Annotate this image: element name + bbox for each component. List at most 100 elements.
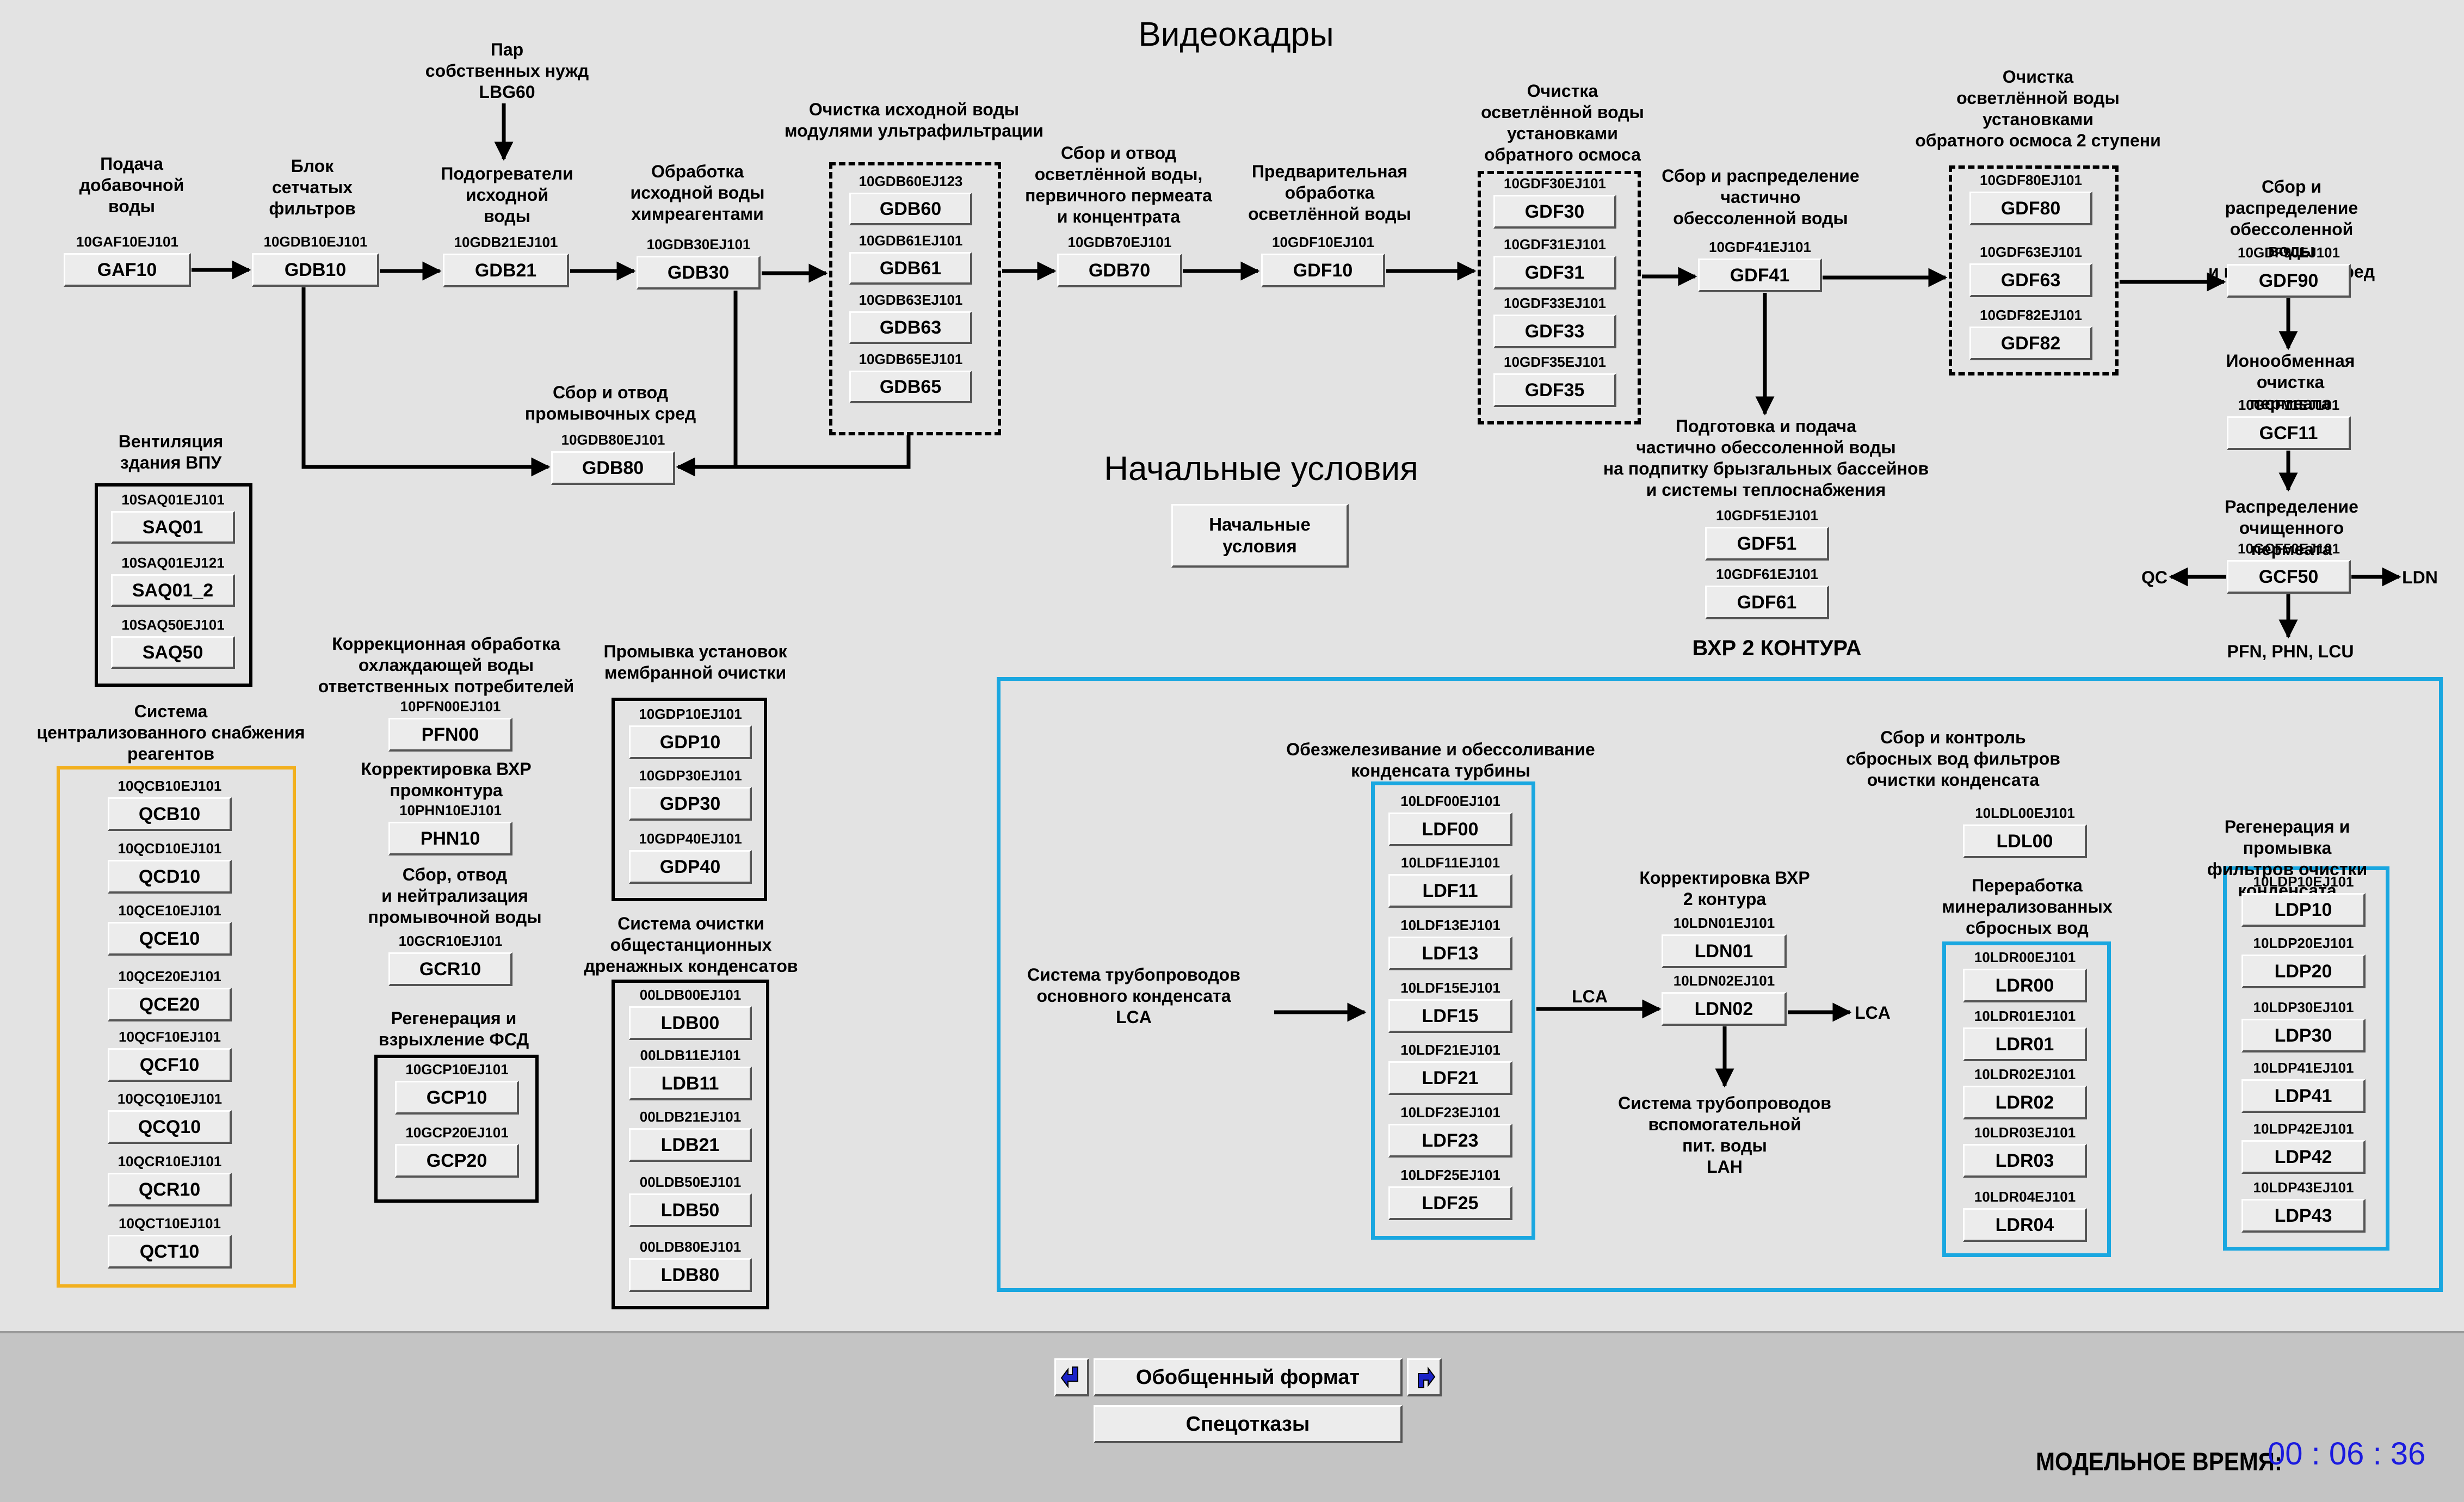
- unit-code-saq01-2: 10SAQ01EJ121: [121, 555, 225, 571]
- label-ldl: Сбор и контроль сбросных вод фильтров оч…: [1846, 728, 2060, 790]
- label-lca-1: LCA: [1572, 987, 1608, 1006]
- initial-conditions-button[interactable]: Начальные условия: [1171, 504, 1349, 568]
- unit-button-ldr02[interactable]: LDR02: [1963, 1086, 2087, 1119]
- unit-button-gdf33[interactable]: GDF33: [1493, 315, 1616, 348]
- unit-button-pfn00[interactable]: PFN00: [388, 718, 512, 752]
- special-orders-button[interactable]: Спецотказы: [1094, 1405, 1403, 1443]
- unit-code-saq50: 10SAQ50EJ101: [121, 617, 225, 633]
- unit-button-ldp30[interactable]: LDP30: [2241, 1019, 2366, 1052]
- unit-code-qcq10: 10QCQ10EJ101: [117, 1091, 223, 1107]
- unit-button-ldf21[interactable]: LDF21: [1388, 1061, 1512, 1095]
- unit-code-qcd10: 10QCD10EJ101: [118, 840, 222, 857]
- unit-button-gdf35[interactable]: GDF35: [1493, 373, 1616, 407]
- unit-button-gdb65[interactable]: GDB65: [849, 371, 972, 403]
- unit-code-ldp41: 10LDP41EJ101: [2253, 1060, 2354, 1076]
- unit-button-saq50[interactable]: SAQ50: [111, 636, 235, 669]
- unit-button-gdb61[interactable]: GDB61: [849, 252, 972, 285]
- unit-button-gdf30[interactable]: GDF30: [1493, 195, 1616, 229]
- unit-button-qct10[interactable]: QCT10: [108, 1235, 232, 1269]
- unit-button-ldr01[interactable]: LDR01: [1963, 1027, 2087, 1061]
- unit-button-ldp43[interactable]: LDP43: [2241, 1199, 2366, 1233]
- unit-button-ldf23[interactable]: LDF23: [1388, 1124, 1512, 1158]
- ultrafiltration-frame: [829, 162, 1001, 435]
- unit-button-qcf10[interactable]: QCF10: [108, 1048, 232, 1082]
- unit-button-gdp10[interactable]: GDP10: [629, 725, 752, 759]
- flow-gdb10-gdb80: [301, 287, 551, 477]
- unit-code-gcp20: 10GCP20EJ101: [405, 1124, 509, 1141]
- unit-button-ldp10[interactable]: LDP10: [2241, 893, 2366, 927]
- ventilation-frame: [95, 483, 252, 687]
- unit-code-gdf90: 10GDF90EJ101: [2238, 244, 2340, 261]
- unit-button-gdf82[interactable]: GDF82: [1969, 327, 2092, 360]
- unit-button-gdf31[interactable]: GDF31: [1493, 256, 1616, 290]
- unit-code-gdp40: 10GDP40EJ101: [639, 830, 742, 847]
- unit-button-qce10[interactable]: QCE10: [108, 922, 232, 956]
- unit-button-gdp30[interactable]: GDP30: [629, 787, 752, 821]
- label-gdb21: Подогреватели исходной воды: [441, 164, 573, 226]
- unit-button-gdf90[interactable]: GDF90: [2227, 264, 2351, 298]
- unit-button-ldb21[interactable]: LDB21: [629, 1128, 752, 1162]
- unit-button-ldb50[interactable]: LDB50: [629, 1193, 752, 1227]
- unit-button-gdf51[interactable]: GDF51: [1705, 527, 1829, 561]
- label-reverse-osmosis: Очистка осветлённой воды установками обр…: [1481, 81, 1644, 164]
- forward-button[interactable]: [1407, 1358, 1442, 1396]
- unit-button-gcf11[interactable]: GCF11: [2227, 416, 2351, 450]
- unit-button-gaf10[interactable]: GAF10: [64, 253, 191, 287]
- unit-button-ldf00[interactable]: LDF00: [1388, 812, 1512, 846]
- unit-button-gdb10[interactable]: GDB10: [252, 253, 379, 287]
- unit-button-phn10[interactable]: PHN10: [388, 822, 512, 855]
- unit-button-ldf15[interactable]: LDF15: [1388, 999, 1512, 1033]
- unit-button-gdf61[interactable]: GDF61: [1705, 586, 1829, 619]
- unit-button-qcq10[interactable]: QCQ10: [108, 1110, 232, 1144]
- unit-button-ldb11[interactable]: LDB11: [629, 1067, 752, 1100]
- label-ldp: Регенерация и промывка фильтров очистки …: [2207, 817, 2368, 900]
- unit-button-gdf63[interactable]: GDF63: [1969, 263, 2092, 297]
- unit-button-ldr04[interactable]: LDR04: [1963, 1208, 2087, 1242]
- unit-code-ldf00: 10LDF00EJ101: [1400, 793, 1500, 809]
- unit-button-ldf13[interactable]: LDF13: [1388, 937, 1512, 970]
- unit-button-saq01-2[interactable]: SAQ01_2: [111, 574, 235, 607]
- unit-button-ldp42[interactable]: LDP42: [2241, 1140, 2366, 1174]
- unit-button-gdb80[interactable]: GDB80: [551, 451, 675, 485]
- unit-button-ldr00[interactable]: LDR00: [1963, 969, 2087, 1002]
- label-gdb80: Сбор и отвод промывочных сред: [524, 383, 696, 423]
- unit-button-ldn01[interactable]: LDN01: [1662, 934, 1787, 968]
- label-ldr: Переработка минерализованных сбросных во…: [1942, 876, 2113, 938]
- unit-button-ldr03[interactable]: LDR03: [1963, 1144, 2087, 1178]
- unit-code-gcf50: 10GCF50EJ101: [2238, 540, 2340, 557]
- unit-button-gdb70[interactable]: GDB70: [1057, 254, 1182, 287]
- unit-button-gcp10[interactable]: GCP10: [395, 1081, 519, 1115]
- unit-button-gdp40[interactable]: GDP40: [629, 850, 752, 884]
- unit-button-ldb80[interactable]: LDB80: [629, 1258, 752, 1292]
- label-lca-system: Система трубопроводов основного конденса…: [1027, 965, 1240, 1027]
- unit-button-ldf11[interactable]: LDF11: [1388, 874, 1512, 908]
- unit-button-ldp20[interactable]: LDP20: [2241, 955, 2366, 988]
- unit-button-ldl00[interactable]: LDL00: [1963, 824, 2087, 858]
- unit-button-gdf10[interactable]: GDF10: [1261, 254, 1385, 287]
- back-button[interactable]: [1054, 1358, 1089, 1396]
- unit-button-ldn02[interactable]: LDN02: [1662, 992, 1787, 1026]
- general-format-button[interactable]: Обобщенный формат: [1094, 1358, 1403, 1396]
- unit-button-ldf25[interactable]: LDF25: [1388, 1186, 1512, 1220]
- unit-button-gcp20[interactable]: GCP20: [395, 1144, 519, 1178]
- unit-button-qce20[interactable]: QCE20: [108, 988, 232, 1021]
- unit-button-gdb30[interactable]: GDB30: [637, 256, 761, 290]
- unit-button-gdb60[interactable]: GDB60: [849, 193, 972, 225]
- unit-button-ldp41[interactable]: LDP41: [2241, 1079, 2366, 1113]
- model-time-label: МОДЕЛЬНОЕ ВРЕМЯ:: [2036, 1447, 2282, 1476]
- unit-button-gcr10[interactable]: GCR10: [388, 952, 512, 986]
- unit-button-gdb63[interactable]: GDB63: [849, 311, 972, 344]
- unit-button-gdb21[interactable]: GDB21: [443, 254, 569, 287]
- unit-button-gcf50[interactable]: GCF50: [2227, 560, 2351, 594]
- label-gcr: Сбор, отвод и нейтрализация промывочной …: [368, 865, 542, 927]
- unit-button-gdf80[interactable]: GDF80: [1969, 192, 2092, 225]
- unit-code-gdf31: 10GDF31EJ101: [1504, 236, 1606, 253]
- unit-button-qcb10[interactable]: QCB10: [108, 797, 232, 831]
- unit-button-gdf41[interactable]: GDF41: [1698, 258, 1822, 292]
- unit-button-saq01[interactable]: SAQ01: [111, 511, 235, 544]
- unit-code-ldf11: 10LDF11EJ101: [1400, 854, 1500, 871]
- unit-button-qcr10[interactable]: QCR10: [108, 1173, 232, 1206]
- unit-code-ldf13: 10LDF13EJ101: [1400, 917, 1500, 933]
- unit-button-ldb00[interactable]: LDB00: [629, 1006, 752, 1040]
- unit-button-qcd10[interactable]: QCD10: [108, 860, 232, 894]
